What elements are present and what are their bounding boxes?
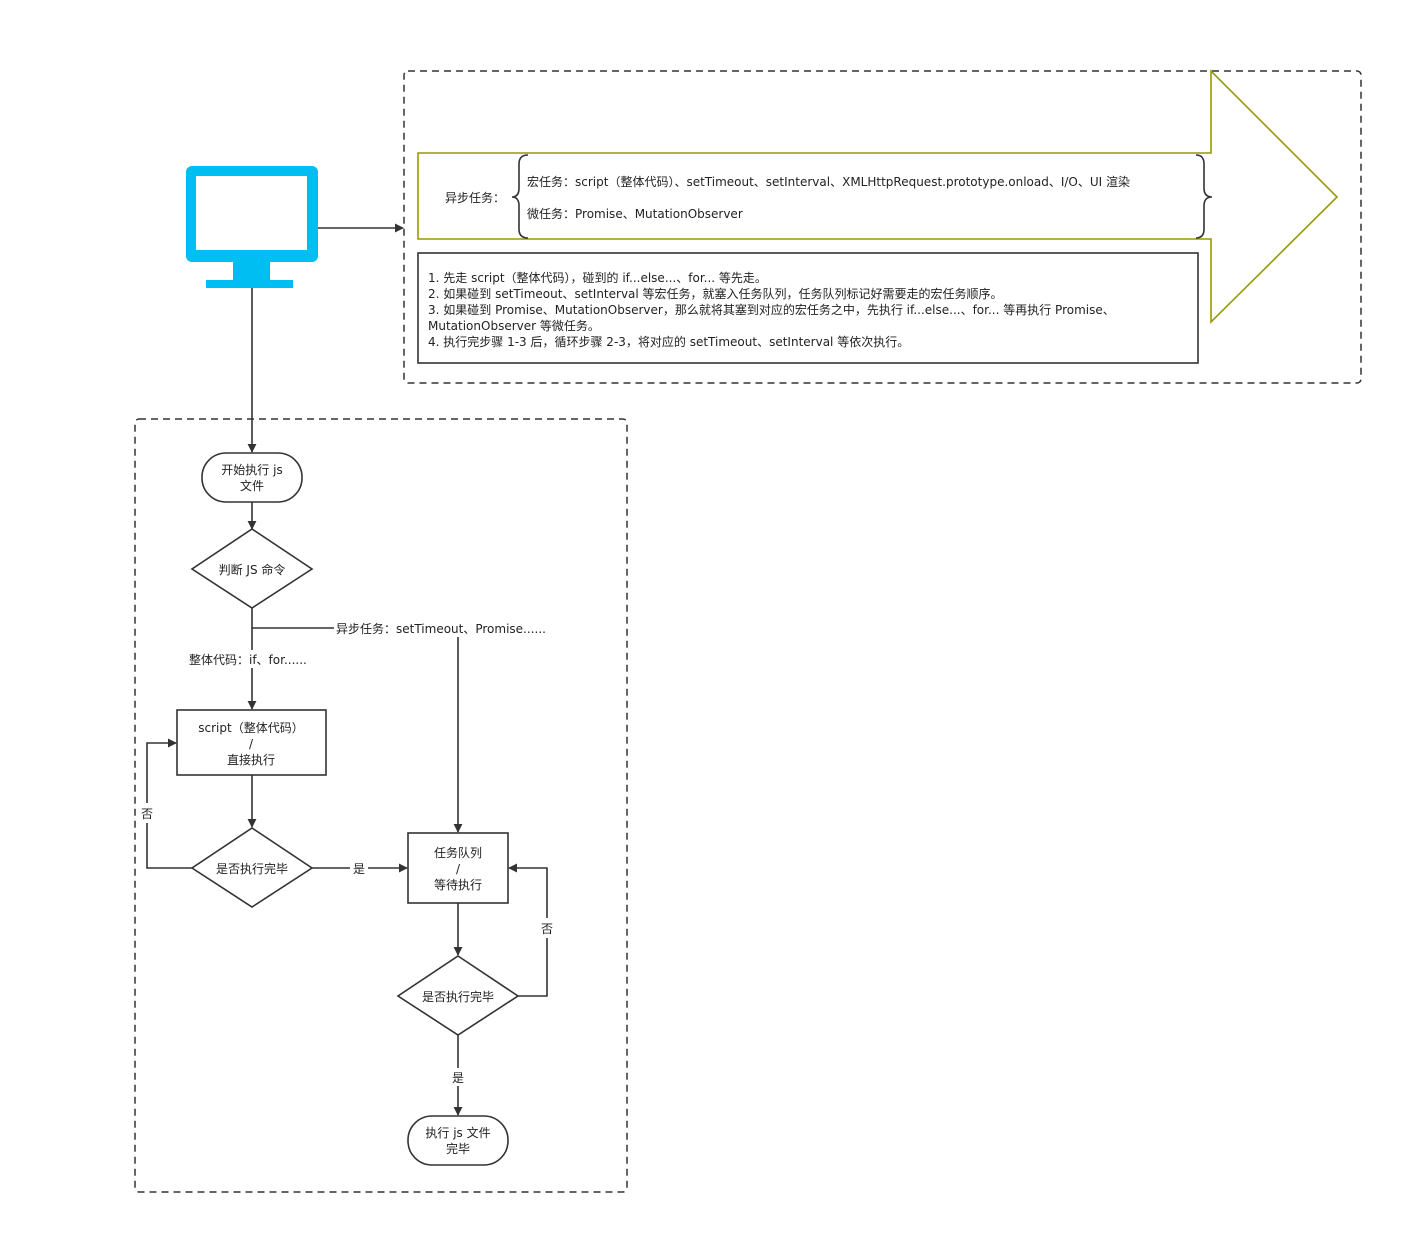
yes1-label-bg: [350, 859, 368, 877]
start-node: [201, 452, 303, 503]
branch-async-label: 异步任务：setTimeout、Promise......: [336, 621, 546, 636]
async-label: 异步任务：: [445, 190, 505, 205]
no1-label: 否: [141, 807, 153, 821]
monitor-icon: [186, 166, 318, 288]
queue-box-line3: 等待执行: [434, 878, 482, 892]
end-node: [407, 1115, 509, 1166]
left-brace: [511, 154, 529, 239]
steps-note-box: [417, 252, 1199, 364]
check1-label: 是否执行完毕: [216, 861, 288, 876]
queue-box-line1: 任务队列: [434, 845, 482, 860]
flow-dashed-container: [134, 418, 628, 1193]
queue-box: [407, 832, 509, 904]
no2-label: 否: [541, 922, 553, 936]
script-box-line2: /: [249, 737, 254, 751]
end-node-line1: 执行 js 文件: [425, 1125, 490, 1140]
script-box-line1: script（整体代码）: [198, 720, 303, 735]
no1-label-bg: [139, 803, 155, 823]
right-brace: [1195, 154, 1213, 239]
yes2-label-bg: [449, 1068, 467, 1086]
big-arrow-shape: [417, 69, 1339, 324]
check2-label: 是否执行完毕: [422, 989, 494, 1004]
async-dashed-container: [403, 70, 1362, 384]
queue-box-line2: /: [456, 862, 461, 876]
start-node-line1: 开始执行 js: [221, 463, 282, 477]
step-2-text: 2. 如果碰到 setTimeout、setInterval 等宏任务，就塞入任…: [428, 286, 1003, 301]
branch-sync-label: 整体代码：if、for......: [189, 652, 307, 667]
yes2-label: 是: [452, 1071, 464, 1085]
judge-label: 判断 JS 命令: [219, 562, 286, 577]
step-3-text: 3. 如果碰到 Promise、MutationObserver，那么就将其塞到…: [428, 302, 1115, 317]
no2-label-bg: [539, 918, 555, 938]
macro-task-text: 宏任务：script（整体代码）、setTimeout、setInterval、…: [527, 174, 1130, 189]
start-node-line2: 文件: [240, 478, 264, 493]
check1-diamond: [190, 827, 314, 908]
step-3-cont-text: MutationObserver 等微任务。: [428, 318, 600, 333]
micro-task-text: 微任务：Promise、MutationObserver: [527, 206, 743, 221]
branch-sync-label-bg: [187, 650, 317, 668]
end-node-line2: 完毕: [446, 1141, 470, 1156]
step-4-text: 4. 执行完步骤 1-3 后，循环步骤 2-3，将对应的 setTimeout、…: [428, 334, 909, 349]
step-1-text: 1. 先走 script（整体代码），碰到的 if...else...、for.…: [428, 270, 767, 285]
branch-async-label-bg: [334, 619, 556, 637]
yes1-label: 是: [353, 862, 365, 876]
script-box-line3: 直接执行: [227, 752, 275, 767]
